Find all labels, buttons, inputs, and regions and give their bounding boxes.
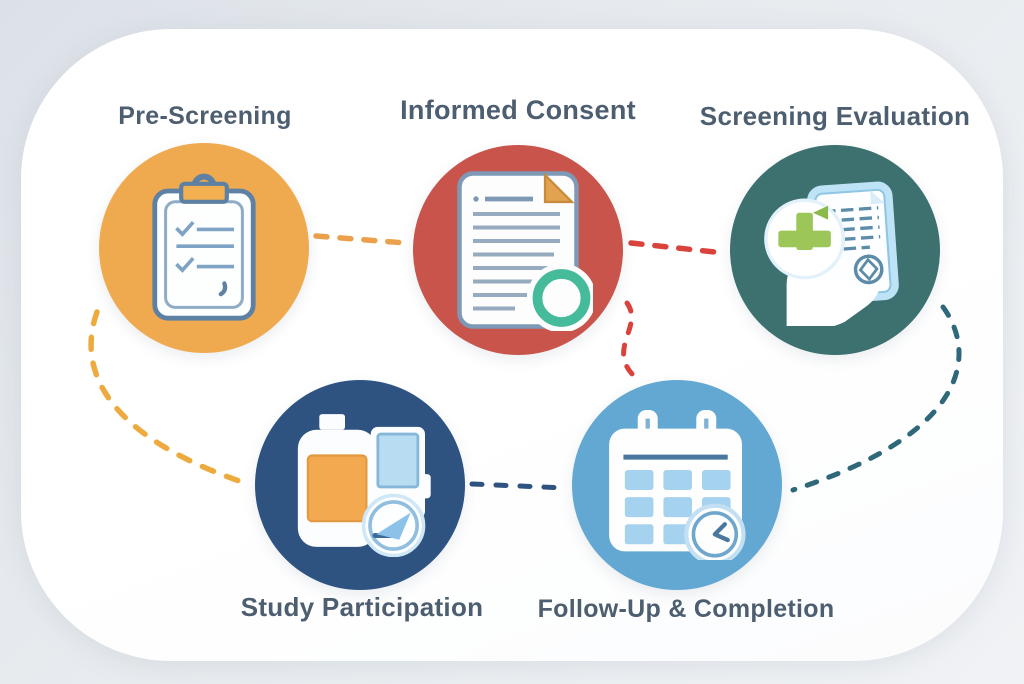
- hand-document-plus-icon: [764, 181, 899, 326]
- step-circle-pre-screening: [99, 143, 309, 353]
- step-circle-informed-consent: [413, 145, 623, 355]
- step-circle-follow-up-completion: [572, 380, 782, 590]
- step-label-informed-consent: Informed Consent: [400, 95, 636, 125]
- step-label-follow-up-completion: Follow-Up & Completion: [537, 595, 835, 623]
- step-circle-study-participation: [255, 380, 465, 590]
- consent-document-icon: [457, 171, 593, 331]
- step-circle-screening-evaluation: [730, 145, 940, 355]
- calendar-clock-icon: [609, 410, 746, 560]
- medication-monitor-icon: [297, 413, 431, 557]
- step-label-study-participation: Study Participation: [240, 592, 484, 622]
- step-label-pre-screening: Pre-Screening: [118, 102, 292, 130]
- clipboard-checklist-icon: [152, 173, 256, 321]
- step-label-screening-evaluation: Screening Evaluation: [699, 101, 971, 131]
